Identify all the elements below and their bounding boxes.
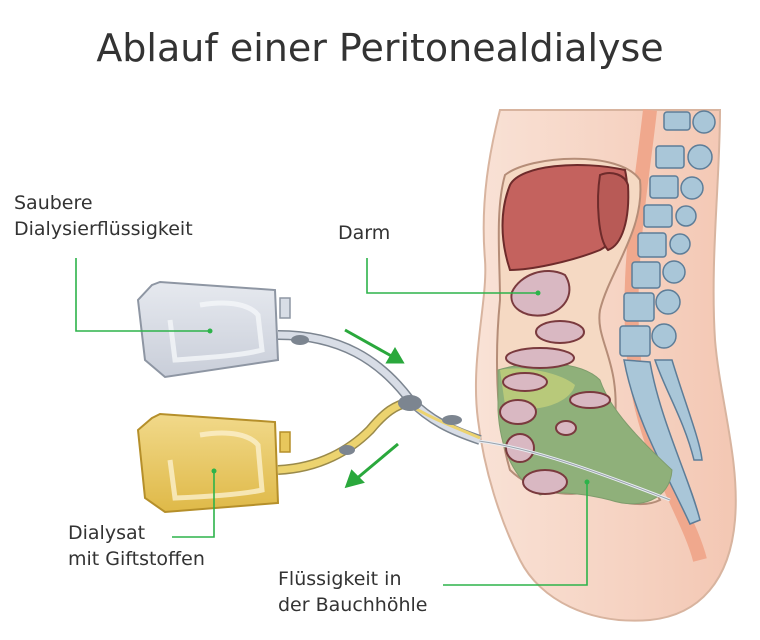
label-abdominal-fluid-line1: Flüssigkeit in: [278, 568, 402, 590]
leader-dialysate: [172, 471, 215, 538]
label-abdominal-fluid: Flüssigkeit in der Bauchhöhle: [278, 566, 428, 618]
leader-darm: [366, 258, 538, 294]
label-clean-fluid-line1: Saubere: [14, 192, 93, 214]
leader-abdominal-fluid: [443, 482, 588, 586]
label-intestine-line1: Darm: [338, 222, 391, 244]
label-abdominal-fluid-line2: der Bauchhöhle: [278, 594, 428, 616]
label-dialysate-line1: Dialysat: [68, 522, 146, 544]
label-clean-fluid: Saubere Dialysierflüssigkeit: [14, 190, 193, 242]
clean-dialysis-bag: [136, 280, 291, 379]
intestines: [499, 270, 611, 495]
liver: [501, 164, 629, 272]
flow-arrows: [344, 328, 405, 489]
page-title: Ablauf einer Peritonealdialyse: [96, 26, 664, 70]
label-intestine: Darm: [338, 220, 390, 246]
spine: [619, 109, 716, 562]
label-dialysate: Dialysat mit Giftstoffen: [68, 520, 205, 572]
tubing: [277, 330, 482, 475]
inflow-arrow: [344, 328, 396, 360]
outflow-arrow: [354, 442, 399, 482]
leader-clean-fluid: [75, 258, 210, 332]
label-clean-fluid-line2: Dialysierflüssigkeit: [14, 218, 193, 240]
dialysate-bag: [136, 412, 291, 514]
label-dialysate-line2: mit Giftstoffen: [68, 548, 205, 570]
leader-lines: [75, 258, 588, 586]
body-cross-section: [469, 109, 737, 622]
